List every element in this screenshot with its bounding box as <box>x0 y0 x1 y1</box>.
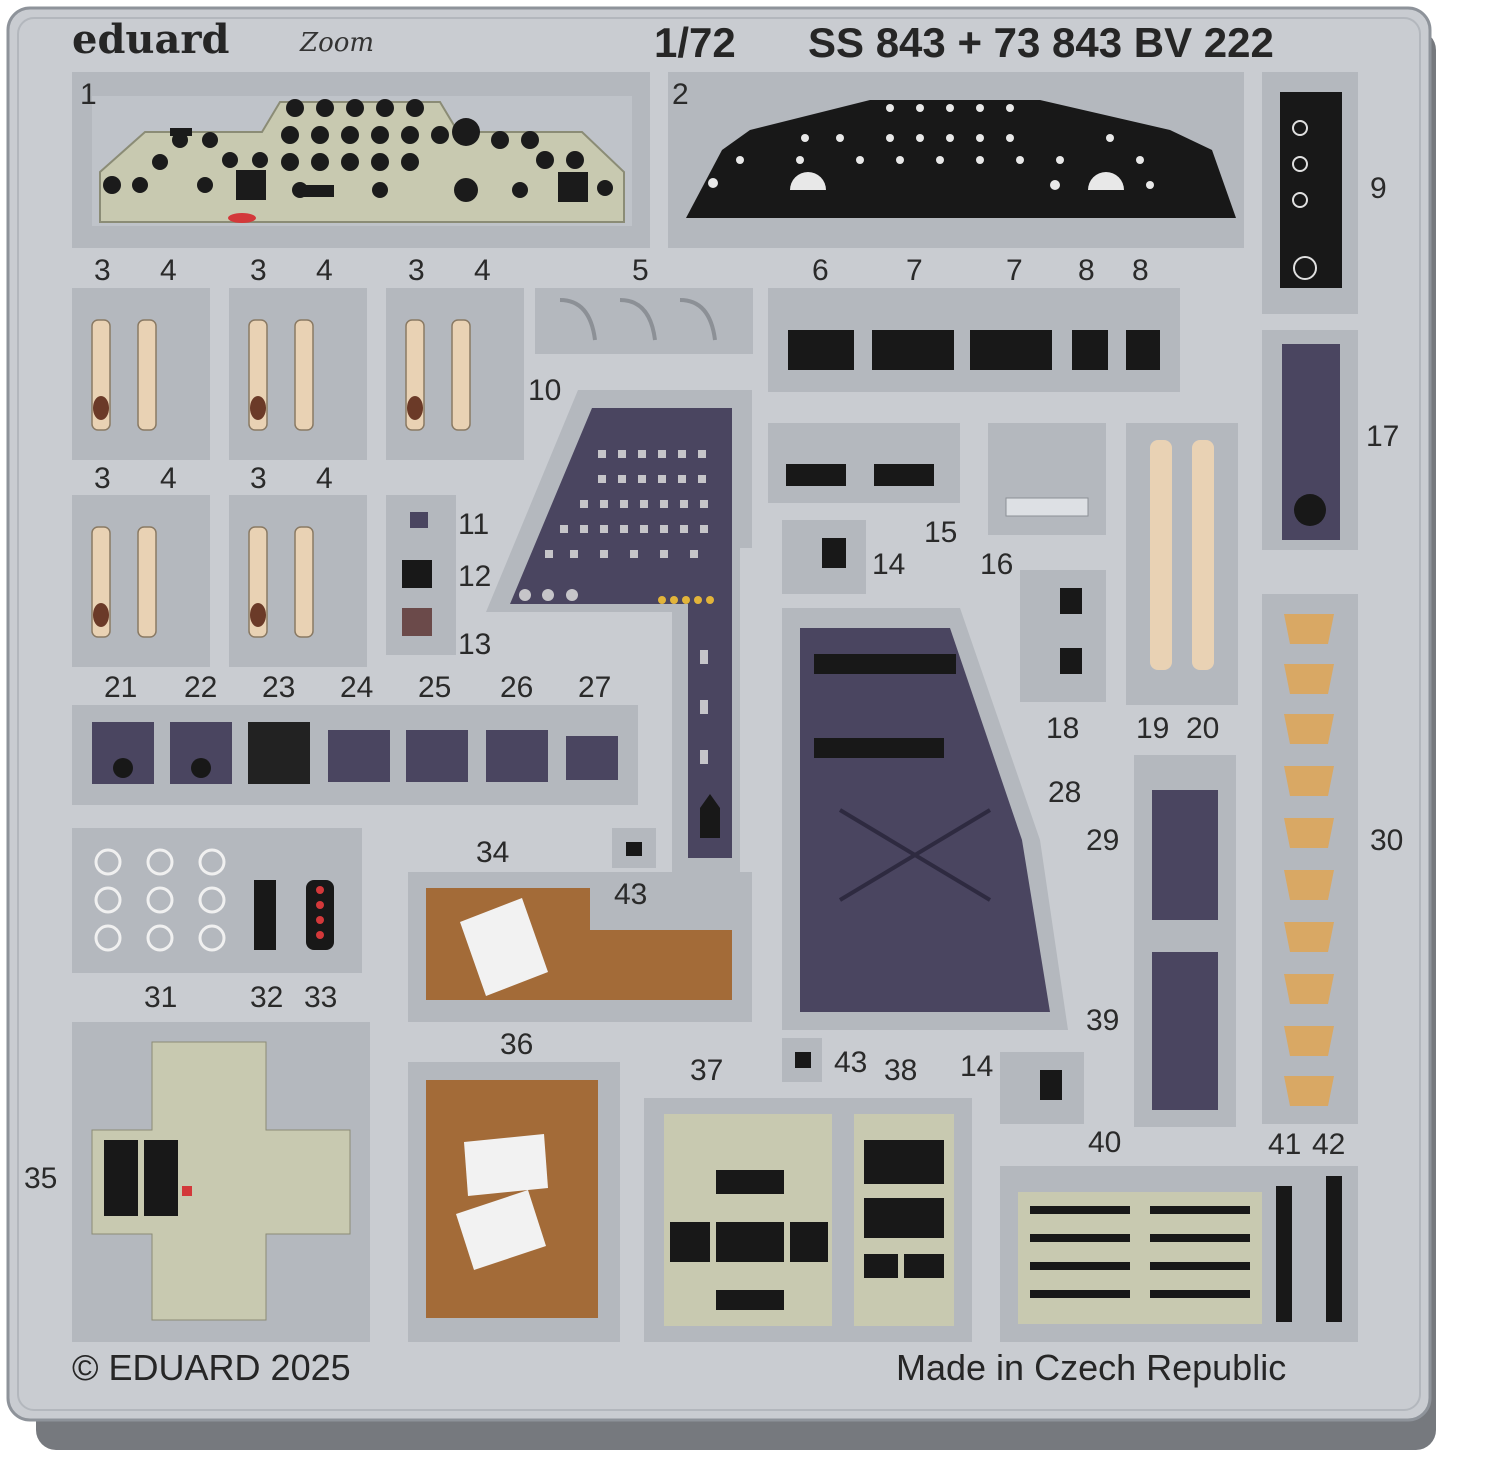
part-16-lever-set <box>988 423 1106 535</box>
part-label: 11 <box>458 508 490 541</box>
part-label: 6 <box>812 254 829 287</box>
part-label: 43 <box>614 878 648 911</box>
part-label: 18 <box>1046 712 1080 745</box>
part-14-switch-b <box>1000 1052 1084 1124</box>
copyright-text: © EDUARD 2025 <box>72 1347 351 1388</box>
part-label: 3 <box>408 254 425 287</box>
part-label: 3 <box>94 462 111 495</box>
part-label: 16 <box>980 548 1014 581</box>
part-label: 30 <box>1370 824 1404 857</box>
parts-37-38-plates <box>644 1098 972 1342</box>
part-label: 17 <box>1366 420 1400 453</box>
part-label: 4 <box>160 462 177 495</box>
part-10-side-console <box>486 390 752 872</box>
part-label: 34 <box>476 836 510 869</box>
part-label: 21 <box>104 671 138 704</box>
parts-31-33 <box>72 828 362 973</box>
part-label: 14 <box>872 548 906 581</box>
part-label: 12 <box>458 560 492 593</box>
part-17-panel <box>1262 330 1358 550</box>
part-label: 33 <box>304 981 338 1014</box>
part-label: 28 <box>1048 776 1082 809</box>
part-2-instrument-panel-black <box>668 72 1244 248</box>
set-code: SS 843 + 73 843 BV 222 <box>808 19 1274 66</box>
part-label: 24 <box>340 671 374 704</box>
scale-label: 1/72 <box>654 19 736 66</box>
part-14-switch <box>782 520 866 594</box>
part-28-floor-panel <box>782 608 1068 1030</box>
part-label: 10 <box>528 374 562 407</box>
part-label: 2 <box>672 78 689 111</box>
part-43-dot-b <box>795 1052 811 1068</box>
part-label: 31 <box>144 981 178 1014</box>
part-label: 32 <box>250 981 284 1014</box>
part-label: 7 <box>906 254 923 287</box>
fret-inner-border <box>17 17 1421 1411</box>
part-label: 23 <box>262 671 296 704</box>
part-label: 36 <box>500 1028 534 1061</box>
part-label: 42 <box>1312 1128 1346 1161</box>
part-label: 41 <box>1268 1128 1302 1161</box>
parts-19-20-long-belts <box>1126 423 1238 705</box>
part-label: 40 <box>1088 1126 1122 1159</box>
origin-text: Made in Czech Republic <box>896 1347 1287 1388</box>
part-label: 37 <box>690 1054 724 1087</box>
part-18-switches <box>1020 570 1106 702</box>
parts-11-13 <box>386 495 456 655</box>
part-label: 19 <box>1136 712 1170 745</box>
part-label: 3 <box>94 254 111 287</box>
part-34-wood-table <box>408 872 752 1022</box>
part-label: 1 <box>80 78 97 111</box>
part-label: 25 <box>418 671 452 704</box>
part-label: 15 <box>924 516 958 549</box>
part-9-strip-panel <box>1262 72 1358 314</box>
part-label: 8 <box>1132 254 1149 287</box>
part-label: 3 <box>250 254 267 287</box>
part-label: 4 <box>316 462 333 495</box>
part-label: 27 <box>578 671 612 704</box>
parts-29-39-panels <box>1134 755 1236 1127</box>
parts-21-27-gauges <box>72 705 638 805</box>
part-1-instrument-panel <box>72 72 650 248</box>
part-label: 14 <box>960 1050 994 1083</box>
part-label: 7 <box>1006 254 1023 287</box>
part-label: 22 <box>184 671 218 704</box>
part-label: 3 <box>250 462 267 495</box>
part-30-pads <box>1262 594 1358 1124</box>
part-35-floor-plate <box>72 1022 370 1342</box>
part-label: 13 <box>458 628 492 661</box>
eduard-logo: eduard <box>72 16 230 63</box>
part-43-dot-a <box>626 842 642 856</box>
part-36-wood-board <box>408 1062 620 1342</box>
part-label: 8 <box>1078 254 1095 287</box>
part-15-levers <box>768 423 960 503</box>
part-label: 4 <box>316 254 333 287</box>
part-label: 39 <box>1086 1004 1120 1037</box>
part-label: 38 <box>884 1054 918 1087</box>
part-label: 26 <box>500 671 534 704</box>
part-label: 29 <box>1086 824 1120 857</box>
part-5-curved-strips <box>535 288 753 354</box>
parts-40-42-strips <box>1000 1166 1358 1342</box>
part-label: 35 <box>24 1162 58 1195</box>
part-6-8-levers <box>768 288 1180 392</box>
part-label: 4 <box>160 254 177 287</box>
part-label: 5 <box>632 254 649 287</box>
part-label: 9 <box>1370 172 1387 205</box>
part-label: 20 <box>1186 712 1220 745</box>
part-label: 4 <box>474 254 491 287</box>
belt-buckles <box>93 396 423 627</box>
part-label: 43 <box>834 1046 868 1079</box>
zoom-logo: Zoom <box>300 28 375 58</box>
